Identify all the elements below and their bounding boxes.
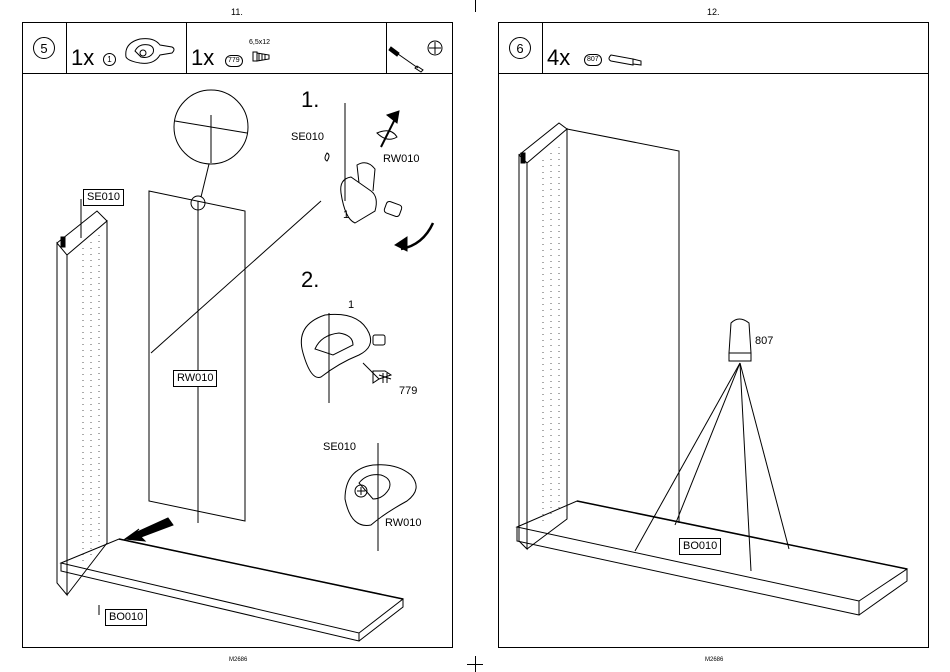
detail-label-se010: SE010: [323, 441, 356, 453]
detail-label-779: 779: [399, 385, 417, 397]
detail-label-1: 1: [348, 299, 354, 311]
part-label-bo010: BO010: [105, 609, 147, 626]
substep-number-2: 2.: [301, 267, 319, 293]
substep-number-1: 1.: [301, 87, 319, 113]
assembly-illustration-step-6: [499, 23, 930, 649]
footer-code-left: M2686: [229, 657, 247, 663]
detail-label-1: 1: [343, 209, 349, 221]
part-label-bo010: BO010: [679, 538, 721, 555]
part-label-se010: SE010: [83, 189, 124, 206]
assembly-illustration-step-5: [23, 23, 454, 649]
footer-code-right: M2686: [705, 657, 723, 663]
detail-label-807: 807: [755, 335, 773, 347]
page-number-left: 11.: [231, 7, 243, 17]
instruction-panel-step-6: 6 4x 807: [498, 22, 929, 648]
detail-label-rw010: RW010: [385, 517, 421, 529]
detail-label-rw010: RW010: [383, 153, 419, 165]
crop-mark-top: [475, 0, 476, 12]
page-number-right: 12.: [707, 7, 720, 17]
detail-label-se010: SE010: [291, 131, 324, 143]
crop-mark-bottom-h: [467, 664, 483, 665]
part-label-rw010: RW010: [173, 370, 217, 387]
instruction-panel-step-5: 5 1x 1 1x 779 6,5x12: [22, 22, 453, 648]
